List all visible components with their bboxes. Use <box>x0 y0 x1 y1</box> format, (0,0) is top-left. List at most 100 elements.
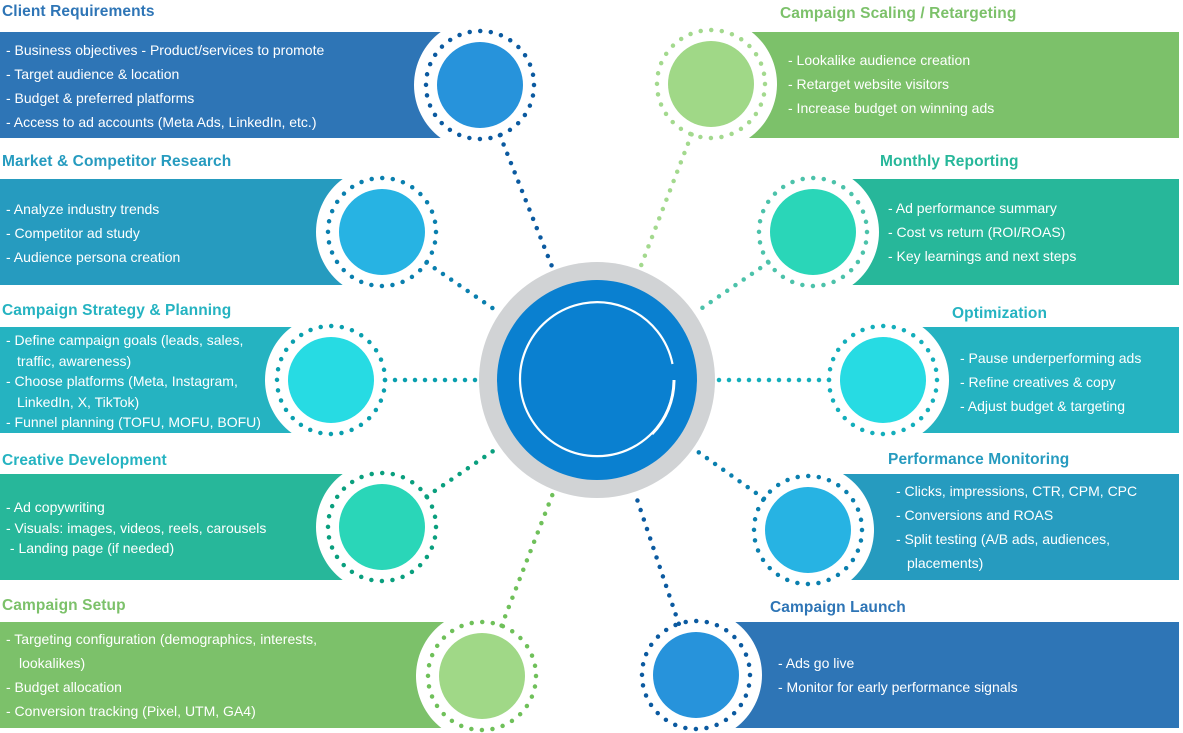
panel-performance-monitoring <box>842 474 1179 580</box>
list-item: - Split testing (A/B ads, audiences, pla… <box>896 531 1110 571</box>
connector-creative-development <box>424 445 501 499</box>
panel-monthly-reporting <box>852 179 1179 285</box>
node-optimization <box>826 323 940 437</box>
stage-title-campaign-setup: Campaign Setup <box>2 597 126 614</box>
list-item: - Landing page (if needed) <box>6 540 175 556</box>
list-item: - Ads go live <box>778 655 855 671</box>
node-circle <box>765 487 851 573</box>
panel-client-requirements <box>0 32 441 138</box>
node-dotted-ring <box>826 323 940 437</box>
hub-core <box>497 280 697 480</box>
list-item: - Budget allocation <box>6 679 122 695</box>
stage-title-creative-development: Creative Development <box>2 452 167 469</box>
list-item: - Funnel planning (TOFU, MOFU, BOFU) <box>6 414 261 430</box>
connector-campaign-launch <box>632 491 682 627</box>
list-item: - Retarget website visitors <box>788 76 950 92</box>
stage-list-campaign-strategy-planning: - Define campaign goals (leads, sales, t… <box>6 330 268 433</box>
stage-title-optimization: Optimization <box>952 305 1048 322</box>
list-item: - Budget & preferred platforms <box>6 90 195 106</box>
list-item: - Targeting configuration (demographics,… <box>6 631 318 671</box>
node-dotted-ring <box>751 473 865 587</box>
stage-title-campaign-launch: Campaign Launch <box>770 599 906 616</box>
connector-market-competitor-research <box>424 260 501 315</box>
list-item: - Pause underperforming ads <box>960 350 1142 366</box>
panel-optimization <box>922 327 1179 433</box>
list-item: - Refine creatives & copy <box>960 374 1116 390</box>
node-circle <box>439 633 525 719</box>
list-item: - Target audience & location <box>6 66 180 82</box>
node-campaign-scaling-retargeting <box>654 27 768 141</box>
panel-campaign-strategy-planning <box>0 327 292 433</box>
list-item: - Monitor for early performance signals <box>778 679 1018 695</box>
panel-campaign-setup <box>0 622 445 728</box>
stage-title-monthly-reporting: Monthly Reporting <box>880 153 1019 170</box>
list-item: - Competitor ad study <box>6 225 140 241</box>
node-monthly-reporting <box>756 175 870 289</box>
stage-title-client-requirements: Client Requirements <box>2 3 155 20</box>
stage-list-monthly-reporting: - Ad performance summary - Cost vs retur… <box>888 196 1076 268</box>
stage-list-performance-monitoring: - Clicks, impressions, CTR, CPM, CPC - C… <box>896 479 1158 575</box>
list-item: - Analyze industry trends <box>6 201 160 217</box>
node-circle <box>288 337 374 423</box>
node-circle <box>437 42 523 128</box>
node-campaign-strategy-planning <box>274 323 388 437</box>
node-circle <box>840 337 926 423</box>
list-item: - Access to ad accounts (Meta Ads, Linke… <box>6 114 317 130</box>
node-circle <box>339 189 425 275</box>
node-market-competitor-research <box>325 175 439 289</box>
node-client-requirements <box>423 28 537 142</box>
connector-client-requirements <box>497 132 556 271</box>
hub-progress-arc-end <box>650 379 676 436</box>
panels <box>0 32 1179 728</box>
list-item: - Ad copywriting <box>6 499 105 515</box>
node-dotted-ring <box>423 28 537 142</box>
list-item: - Define campaign goals (leads, sales, t… <box>6 332 244 369</box>
node-dotted-ring <box>654 27 768 141</box>
node-circle <box>653 632 739 718</box>
stage-title-performance-monitoring: Performance Monitoring <box>888 451 1070 468</box>
list-item: - Choose platforms (Meta, Instagram, Lin… <box>6 373 238 410</box>
central-hub <box>479 262 715 498</box>
node-performance-monitoring <box>751 473 865 587</box>
list-item: - Cost vs return (ROI/ROAS) <box>888 224 1066 240</box>
stage-title-campaign-strategy-planning: Campaign Strategy & Planning <box>2 302 232 319</box>
list-item: - Business objectives - Product/services… <box>6 42 325 58</box>
stage-list-optimization: - Pause underperforming ads - Refine cre… <box>960 346 1141 418</box>
node-campaign-launch <box>639 618 753 732</box>
node-dotted-ring <box>325 175 439 289</box>
node-dotted-ring <box>325 470 439 584</box>
node-dotted-ring <box>639 618 753 732</box>
stage-title-market-competitor-research: Market & Competitor Research <box>2 153 232 170</box>
list-item: - Conversions and ROAS <box>896 507 1054 523</box>
node-dotted-ring <box>274 323 388 437</box>
stage-list-client-requirements: - Business objectives - Product/services… <box>6 38 324 134</box>
stage-list-campaign-launch: - Ads go live - Monitor for early perfor… <box>778 651 1018 699</box>
panel-campaign-launch <box>735 622 1179 728</box>
list-item: - Adjust budget & targeting <box>960 398 1125 414</box>
list-item: - Ad performance summary <box>888 200 1057 216</box>
stage-list-campaign-scaling-retargeting: - Lookalike audience creation - Retarget… <box>788 48 994 120</box>
stage-list-campaign-setup: - Targeting configuration (demographics,… <box>6 627 381 723</box>
node-dotted-ring <box>425 619 539 733</box>
node-dotted-ring <box>756 175 870 289</box>
connector-performance-monitoring <box>692 447 767 501</box>
list-item: - Visuals: images, videos, reels, carous… <box>6 519 267 536</box>
connector-campaign-scaling-retargeting <box>637 132 694 271</box>
list-item: - Key learnings and next steps <box>888 248 1077 264</box>
connectors <box>382 132 832 628</box>
list-item: - Lookalike audience creation <box>788 52 971 68</box>
node-campaign-setup <box>425 619 539 733</box>
list-item: - Increase budget on winning ads <box>788 100 995 116</box>
node-circle <box>770 189 856 275</box>
node-circle <box>339 484 425 570</box>
list-item: - Conversion tracking (Pixel, UTM, GA4) <box>6 703 256 719</box>
connector-monthly-reporting <box>693 260 771 315</box>
panel-creative-development <box>0 474 343 580</box>
nodes <box>274 27 940 733</box>
connector-campaign-setup <box>499 489 556 628</box>
stage-list-market-competitor-research: - Analyze industry trends - Competitor a… <box>6 197 180 269</box>
hub-progress-arc <box>518 301 676 458</box>
list-item: - Audience persona creation <box>6 249 181 265</box>
node-circle <box>668 41 754 127</box>
